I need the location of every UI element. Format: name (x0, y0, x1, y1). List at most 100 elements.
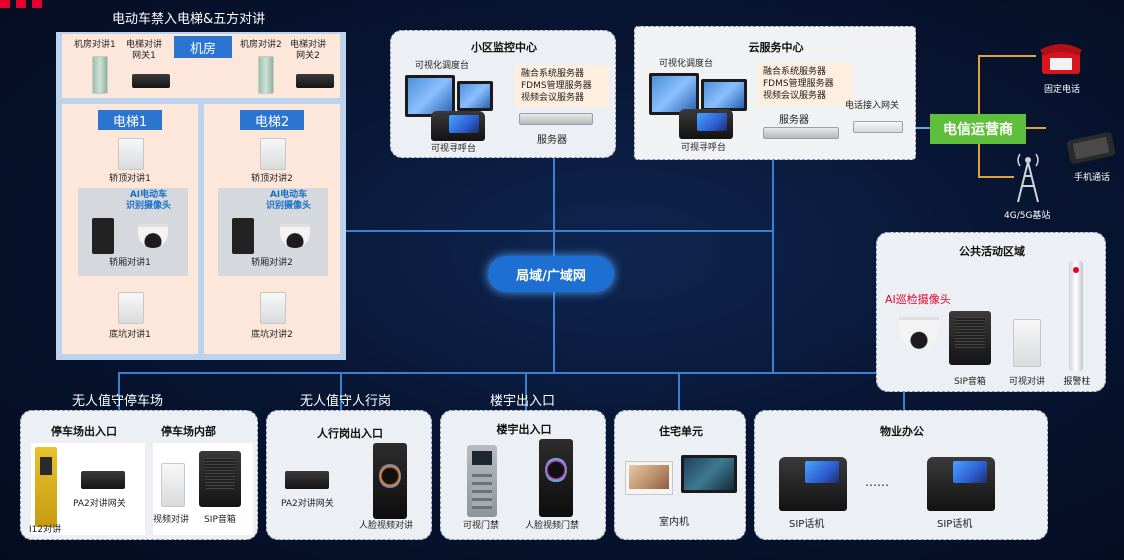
pit-intercom-1-label: 底坑对讲1 (109, 330, 151, 340)
pedestrian-panel: 人行岗出入口 PA2对讲网关 人脸视频对讲 (266, 410, 432, 540)
cloud-dispatch-label: 可视化调度台 (659, 59, 714, 69)
cloud-paging-phone-label: 可视寻呼台 (681, 143, 727, 153)
parking-inside-title: 停车场内部 (161, 425, 216, 438)
ai-patrol-camera (899, 317, 939, 349)
face-video-intercom-label: 人脸视频对讲 (359, 521, 414, 531)
phone-gateway (853, 121, 903, 133)
cloud-server-label: 服务器 (779, 115, 809, 126)
indoor-monitor-2 (681, 455, 737, 493)
elevator-2-label: 电梯2 (240, 110, 304, 130)
cloud-dispatch-screen-1 (649, 73, 699, 115)
parking-video-intercom (161, 463, 185, 507)
machine-room-intercom-2 (258, 56, 274, 94)
public-video-intercom-label: 可视对讲 (1008, 377, 1045, 387)
fixed-phone-label: 固定电话 (1044, 85, 1081, 95)
mobile-phone-label: 手机通话 (1074, 173, 1111, 183)
cloud-dispatch-screen-2 (701, 79, 747, 111)
pit-intercom-2-label: 底坑对讲2 (251, 330, 293, 340)
machine-room-intercom-1 (92, 56, 108, 94)
parking-sip-speaker-label: SIP音箱 (204, 515, 236, 525)
elevator-section-panel: 机房 机房对讲1 电梯对讲 网关1 机房对讲2 电梯对讲 网关2 电梯1 轿顶对… (56, 32, 346, 360)
building-panel: 楼宇出入口 可视门禁 人脸视频门禁 (440, 410, 606, 540)
ai-patrol-camera-label: AI巡检摄像头 (885, 293, 951, 306)
parking-video-intercom-label: 视频对讲 (153, 515, 190, 525)
elevator-2-panel: 电梯2 轿顶对讲2 AI电动车 识别摄像头 轿厢对讲2 底坑对讲2 (204, 104, 340, 354)
car-intercom-1-label: 轿厢对讲1 (109, 258, 151, 268)
phone-gateway-label: 电话接入网关 (845, 101, 900, 111)
parking-panel: 停车场出入口 停车场内部 I12对讲 PA2对讲网关 视频对讲 SIP音箱 (20, 410, 258, 540)
elevator-1-label: 电梯1 (98, 110, 162, 130)
cloud-center-panel: 云服务中心 可视化调度台 可视寻呼台 融合系统服务器 FDMS管理服务器 视频会… (634, 26, 916, 160)
building-exit-title: 楼宇出入口 (496, 423, 552, 436)
sip-phone-1-screen (805, 461, 839, 483)
public-video-intercom (1013, 319, 1041, 367)
machine-room-intercom-2-label: 机房对讲2 (240, 40, 282, 50)
roof-intercom-1-label: 轿顶对讲1 (109, 174, 151, 184)
sip-phone-2-label: SIP话机 (937, 519, 973, 530)
face-video-access-screen (545, 457, 567, 483)
monitoring-paging-phone-screen (449, 115, 479, 133)
more-phones-dots: …… (865, 475, 889, 489)
smartphone-icon (1066, 132, 1116, 164)
indoor-unit-label: 室内机 (659, 517, 689, 528)
ai-camera-2 (280, 224, 310, 248)
residence-title: 住宅单元 (659, 425, 703, 438)
alarm-pillar-label: 报警柱 (1063, 377, 1091, 387)
elevator-gateway-2 (296, 74, 334, 88)
monitoring-center-panel: 小区监控中心 可视化调度台 可视寻呼台 融合系统服务器 FDMS管理服务器 视频… (390, 30, 616, 158)
visual-access-control-label: 可视门禁 (463, 521, 500, 531)
building-section-title: 楼宇出入口 (490, 394, 556, 409)
ai-camera-1 (138, 224, 168, 248)
public-sip-speaker (949, 311, 991, 365)
pit-intercom-2 (260, 292, 286, 324)
antenna-tower-icon (1017, 153, 1039, 203)
machine-room-label: 机房 (174, 36, 232, 58)
monitoring-dispatch-screen-2 (457, 81, 493, 111)
alarm-pillar (1069, 261, 1083, 371)
pedestrian-section-title: 无人值守人行岗 (300, 394, 392, 409)
elevator-gateway-1-label: 电梯对讲 网关1 (126, 40, 163, 61)
elevator-gateway-2-label: 电梯对讲 网关2 (290, 40, 327, 61)
elevator-section-title: 电动车禁入电梯&五方对讲 (112, 12, 266, 27)
cloud-servers-list-bg (757, 63, 853, 105)
roof-intercom-1 (118, 138, 144, 170)
car-intercom-2-label: 轿厢对讲2 (251, 258, 293, 268)
car-intercom-1 (92, 218, 114, 254)
monitoring-servers-list: 融合系统服务器 FDMS管理服务器 视频会议服务器 (521, 69, 592, 103)
indoor-monitor-1-screen (629, 465, 669, 489)
monitoring-center-title: 小区监控中心 (471, 41, 537, 54)
sip-phone-2-screen (953, 461, 987, 483)
fixed-phone-icon (1040, 44, 1082, 74)
telecom-operator: 电信运营商 (930, 114, 1026, 144)
monitoring-servers-list-bg (515, 65, 609, 107)
monitoring-dispatch-screen-1 (405, 75, 455, 117)
monitoring-paging-phone-label: 可视寻呼台 (431, 144, 477, 154)
office-title: 物业办公 (880, 425, 924, 438)
pedestrian-exit-title: 人行岗出入口 (317, 427, 383, 440)
elevator-1-panel: 电梯1 轿顶对讲1 AI电动车 识别摄像头 轿厢对讲1 底坑对讲1 (62, 104, 198, 354)
monitoring-dispatch-label: 可视化调度台 (415, 61, 470, 71)
parking-section-title: 无人值守停车场 (72, 394, 164, 409)
elevator-gateway-1 (132, 74, 170, 88)
face-video-access-label: 人脸视频门禁 (525, 521, 580, 531)
pedestrian-pa2-gateway (285, 471, 329, 489)
monitoring-server (519, 113, 593, 125)
machine-room-panel: 机房 机房对讲1 电梯对讲 网关1 机房对讲2 电梯对讲 网关2 (62, 34, 340, 98)
public-area-panel: 公共活动区域 AI巡检摄像头 SIP音箱 可视对讲 报警柱 (876, 232, 1106, 392)
cloud-paging-phone-screen (697, 113, 727, 131)
cloud-servers-list: 融合系统服务器 FDMS管理服务器 视频会议服务器 (763, 67, 834, 101)
parking-exit-title: 停车场出入口 (51, 425, 117, 438)
visual-access-control-screen (472, 451, 492, 465)
residence-panel: 住宅单元 室内机 (614, 410, 746, 540)
public-sip-speaker-label: SIP音箱 (954, 377, 986, 387)
roof-intercom-2 (260, 138, 286, 170)
visual-access-control-keypad (472, 471, 492, 509)
lan-wan-network: 局域/广域网 (488, 256, 614, 292)
car-intercom-2 (232, 218, 254, 254)
pit-intercom-1 (118, 292, 144, 324)
base-station-label: 4G/5G基站 (1004, 211, 1051, 221)
alarm-pillar-light (1073, 267, 1079, 273)
parking-sip-speaker (199, 451, 241, 507)
sip-phone-1-label: SIP话机 (789, 519, 825, 530)
i12-intercom-label: I12对讲 (29, 525, 62, 535)
